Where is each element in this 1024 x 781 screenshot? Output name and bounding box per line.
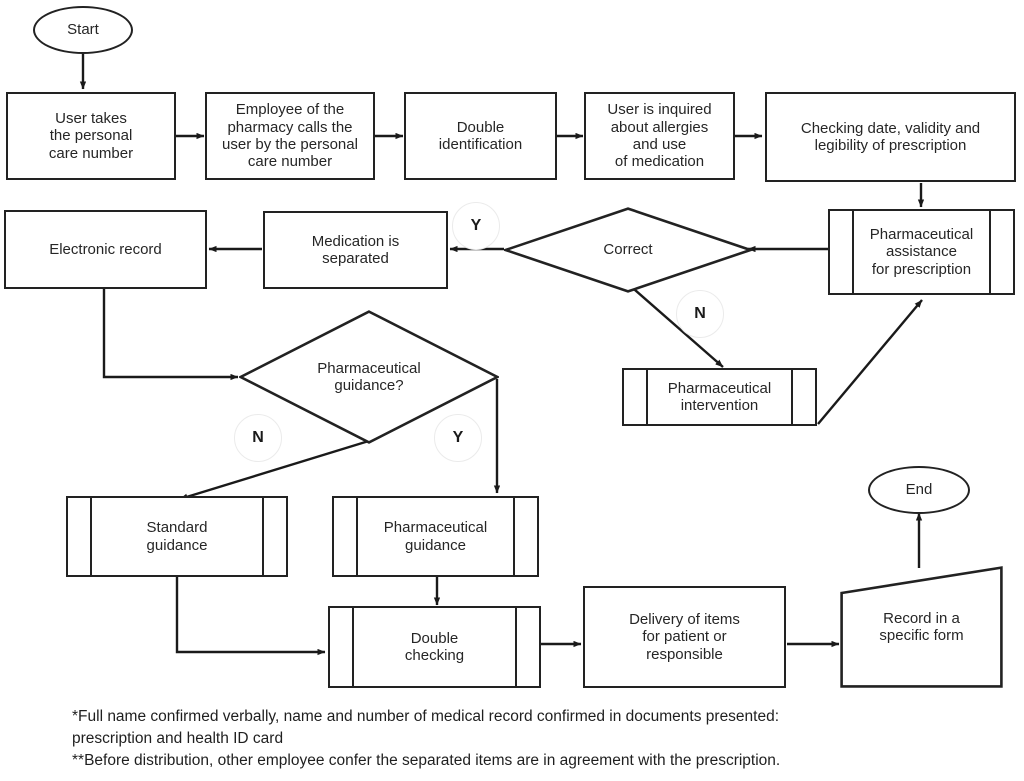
node-electronic-record-label: Electronic record [49, 240, 162, 258]
subprocess-rail-left [646, 370, 648, 424]
node-correct-decision-label: Correct [603, 241, 653, 259]
footnote-line-3: **Before distribution, other employee co… [72, 752, 781, 769]
node-start-label: Start [67, 21, 99, 39]
branch-label-correct-no: N [676, 290, 724, 338]
branch-label-guidance-yes: Y [434, 414, 482, 462]
branch-label-correct-yes: Y [452, 202, 500, 250]
subprocess-rail-left [352, 608, 354, 686]
subprocess-rail-right [515, 608, 517, 686]
decision-diamond-shape [504, 207, 752, 293]
edge-intervention-to-assistance [817, 299, 923, 425]
footnote-line-1: *Full name confirmed verbally, name and … [72, 708, 780, 725]
edge-standard-to-double-checking [175, 577, 326, 656]
node-start[interactable]: Start [33, 6, 133, 54]
branch-label-guidance-no: N [234, 414, 282, 462]
node-correct-decision[interactable]: Correct [504, 207, 752, 293]
node-end[interactable]: End [868, 466, 970, 514]
node-end-label: End [905, 481, 933, 499]
subprocess-rail-left [90, 498, 92, 575]
subprocess-rail-right [262, 498, 264, 575]
decision-diamond-shape [239, 310, 499, 444]
branch-label-guidance-yes-text: Y [452, 429, 464, 446]
subprocess-rail-right [791, 370, 793, 424]
subprocess-rail-left [852, 211, 854, 293]
footnote-line-2: prescription and health ID card [72, 730, 284, 747]
edge-electronic-to-guidance-q [102, 289, 239, 381]
branch-label-correct-yes-text: Y [470, 217, 482, 234]
subprocess-rail-left [356, 498, 358, 575]
manual-input-shape [840, 566, 1003, 688]
node-electronic-record[interactable]: Electronic record [4, 210, 207, 289]
footnotes: *Full name confirmed verbally, name and … [72, 706, 1002, 772]
branch-label-guidance-no-text: N [252, 429, 264, 446]
subprocess-rail-right [989, 211, 991, 293]
subprocess-rail-right [513, 498, 515, 575]
branch-label-correct-no-text: N [694, 305, 706, 322]
